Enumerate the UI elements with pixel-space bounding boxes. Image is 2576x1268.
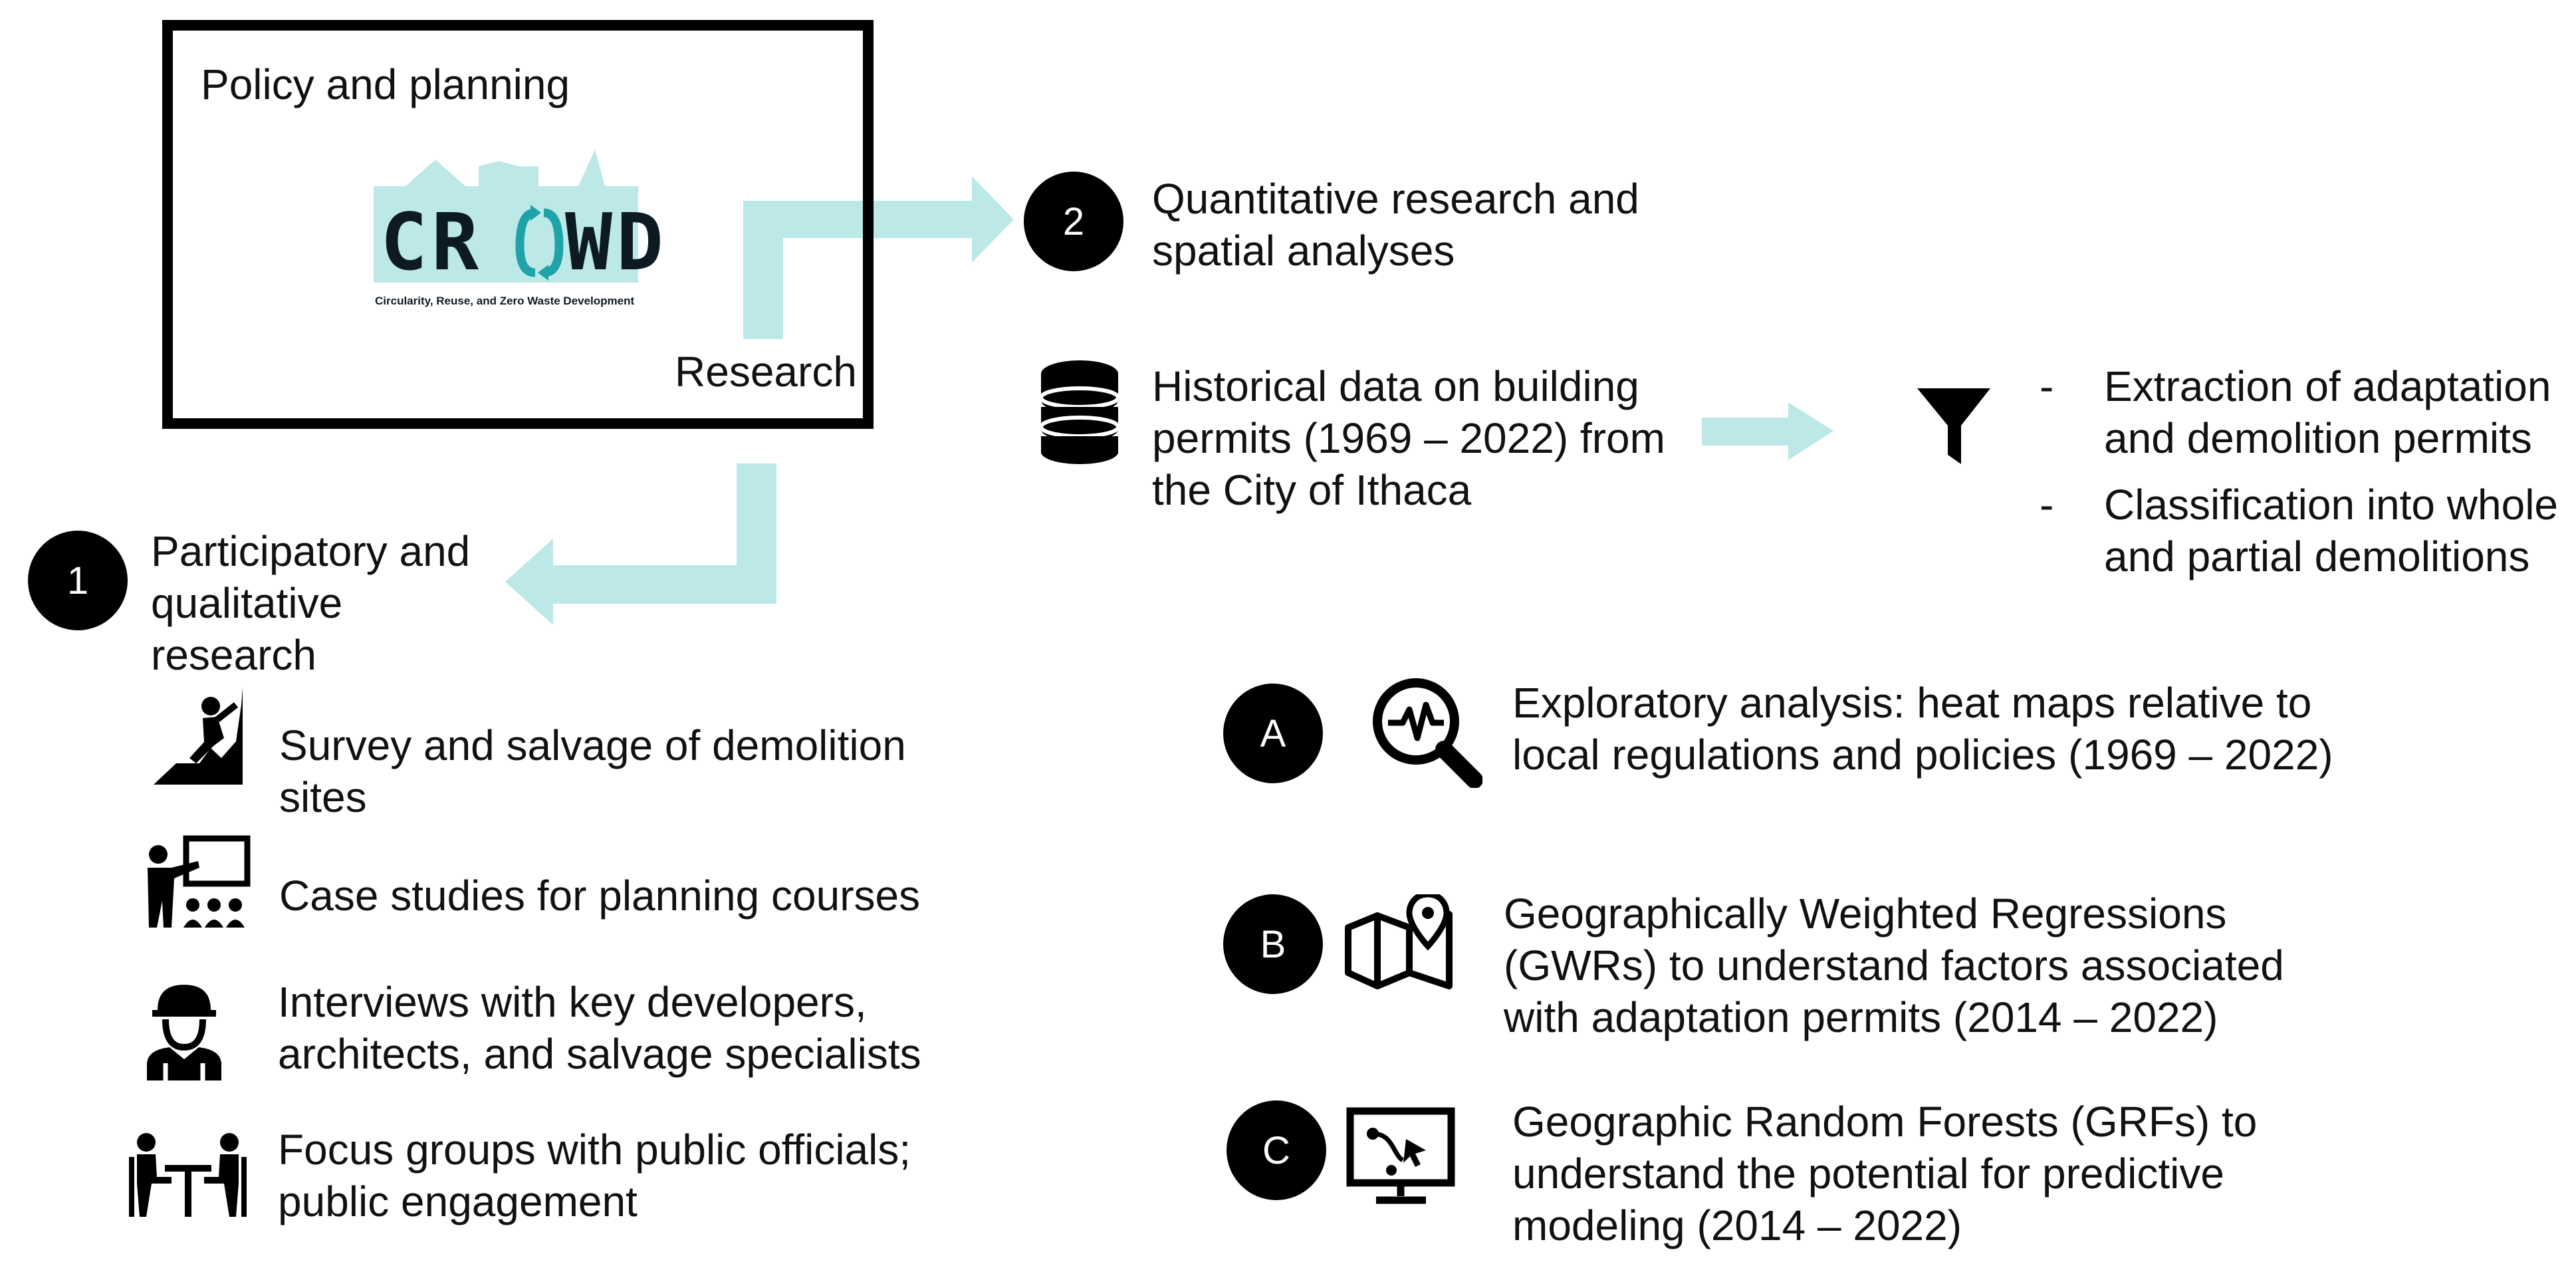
filter-icon bbox=[1917, 388, 1990, 464]
arrow-to-participatory bbox=[505, 463, 776, 625]
item-focus-groups-text: Focus groups with public officials; publ… bbox=[278, 1126, 911, 1225]
item-case-studies-text: Case studies for planning courses bbox=[279, 872, 921, 920]
worker-icon bbox=[147, 985, 221, 1080]
logo-word-end: WD bbox=[565, 196, 667, 288]
badge-a: A bbox=[1223, 684, 1323, 783]
filter-item-classification-text: Classification into whole and partial de… bbox=[2104, 481, 2558, 580]
meeting-icon bbox=[129, 1133, 247, 1217]
arrow-to-filter bbox=[1702, 402, 1833, 460]
filter-item-classification: - bbox=[2040, 481, 2054, 529]
analysis-a-text: Exploratory analysis: heat maps relative… bbox=[1512, 679, 2333, 779]
badge-b: B bbox=[1223, 894, 1323, 994]
database-icon bbox=[1039, 360, 1120, 464]
filter-item-extraction: - bbox=[2040, 362, 2054, 410]
participatory-title: Participatory and qualitative research bbox=[151, 527, 471, 679]
filter-item-extraction-text: Extraction of adaptation and demolition … bbox=[2104, 362, 2551, 462]
logo-word-start: CR bbox=[380, 196, 483, 288]
research-label: Research bbox=[675, 348, 857, 396]
crowd-logo: CR WD Circularity, Reuse, and Zero Waste… bbox=[374, 150, 667, 307]
item-interviews-text: Interviews with key developers, architec… bbox=[278, 978, 921, 1078]
policy-box-title: Policy and planning bbox=[201, 61, 570, 108]
svg-text:WD: WD bbox=[565, 196, 667, 288]
quantitative-title: Quantitative research and spatial analys… bbox=[1152, 175, 1639, 275]
climber-icon bbox=[154, 688, 243, 785]
logo-recycle-icon bbox=[515, 205, 564, 281]
analysis-c-text: Geographic Random Forests (GRFs) to unde… bbox=[1512, 1098, 2258, 1249]
map-pin-icon bbox=[1345, 894, 1453, 989]
badge-1: 1 bbox=[28, 531, 128, 630]
badge-c: C bbox=[1227, 1100, 1326, 1200]
logo-tagline: Circularity, Reuse, and Zero Waste Devel… bbox=[375, 295, 635, 307]
magnifier-pulse-icon bbox=[1373, 678, 1482, 788]
badge-2: 2 bbox=[1024, 172, 1123, 271]
svg-text:CR: CR bbox=[380, 196, 483, 288]
arrow-to-quantitative bbox=[743, 176, 1014, 339]
monitor-decision-icon bbox=[1346, 1107, 1455, 1204]
teacher-icon bbox=[148, 835, 251, 928]
item-survey-text: Survey and salvage of demolition sites bbox=[279, 721, 906, 821]
policy-planning-box bbox=[162, 20, 874, 429]
historical-data-text: Historical data on building permits (196… bbox=[1152, 362, 1665, 514]
analysis-b-text: Geographically Weighted Regressions (GWR… bbox=[1504, 890, 2284, 1041]
